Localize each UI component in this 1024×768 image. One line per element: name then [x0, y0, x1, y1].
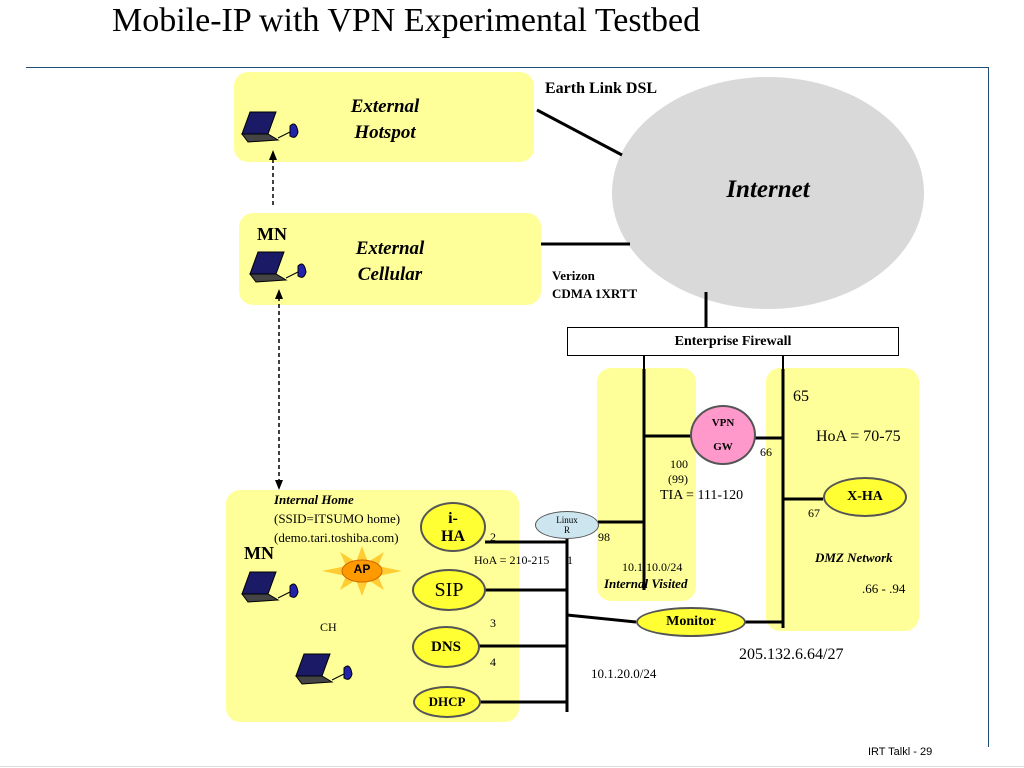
- hoa-home-label: HoA = 210-215: [474, 553, 550, 567]
- external-hotspot-zone: [234, 72, 534, 162]
- footer-divider: [0, 766, 1024, 767]
- internal-visited-zone: [597, 368, 696, 601]
- vpn-100-label: 100: [670, 457, 688, 471]
- dmz-65-label: 65: [793, 388, 809, 405]
- mn-home-label: MN: [244, 543, 274, 563]
- tia-label: TIA = 111-120: [660, 488, 744, 503]
- ch-label: CH: [320, 620, 337, 634]
- internal-home-ssid: (SSID=ITSUMO home): [274, 511, 401, 526]
- internal-home-title: Internal Home: [274, 492, 354, 507]
- linux-router-line2: R: [563, 525, 570, 535]
- iha-line2: HA: [441, 528, 465, 545]
- home-subnet-label: 10.1.20.0/24: [591, 666, 657, 681]
- iha-line1: i-: [448, 510, 458, 527]
- ap-starburst-icon: [322, 546, 402, 596]
- linux-router: Linux R: [535, 511, 599, 539]
- xha-67-label: 67: [808, 506, 820, 520]
- dns-3-label: 3: [490, 616, 496, 630]
- internet-cloud: [612, 77, 924, 309]
- laptop-hotspot-icon: [241, 111, 299, 143]
- public-subnet-label: 205.132.6.64/27: [739, 646, 844, 663]
- router-1-label: 1: [567, 553, 573, 567]
- xha-node: X-HA: [823, 477, 907, 517]
- mn-cellular-label: MN: [257, 224, 287, 244]
- internet-label: Internet: [726, 176, 810, 203]
- cdma-label: CDMA 1XRTT: [552, 286, 638, 301]
- internal-home-domain: (demo.tari.toshiba.com): [274, 530, 399, 545]
- router-98-label: 98: [598, 530, 610, 544]
- visited-subnet-label: 10.1.10.0/24: [622, 560, 683, 574]
- laptop-ch-icon: [295, 653, 353, 685]
- page-title: Mobile-IP with VPN Experimental Testbed: [112, 2, 701, 39]
- iha-2-label: 2: [490, 530, 496, 544]
- monitor-node: Monitor: [636, 607, 746, 637]
- dns-node: DNS: [412, 626, 480, 668]
- right-border: [988, 67, 989, 747]
- vpn-gateway: VPN GW: [690, 405, 756, 465]
- dhcp-node: DHCP: [413, 686, 481, 718]
- vpn-gw-line2: GW: [713, 441, 733, 453]
- linux-router-line1: Linux: [556, 515, 578, 525]
- dns-4-label: 4: [490, 655, 496, 669]
- verizon-label: Verizon: [552, 268, 595, 283]
- ap-label: AP: [353, 562, 371, 576]
- enterprise-firewall: Enterprise Firewall: [567, 327, 899, 356]
- vpn-66-label: 66: [760, 445, 772, 459]
- title-divider: [26, 67, 988, 68]
- laptop-home-mn-icon: [241, 571, 299, 603]
- dmz-range-label: .66 - .94: [862, 581, 906, 596]
- sip-node: SIP: [412, 569, 486, 611]
- internal-visited-label: Internal Visited: [604, 576, 688, 591]
- earthlink-dsl-label: Earth Link DSL: [545, 80, 658, 97]
- footer-text: IRT Talkl - 29: [868, 746, 933, 758]
- vpn-99-label: (99): [668, 472, 688, 486]
- laptop-cellular-icon: [249, 251, 307, 283]
- iha-node: i- HA: [420, 502, 486, 552]
- external-cellular-label: External Cellular: [355, 238, 425, 285]
- external-cellular-zone: [239, 213, 541, 305]
- dmz-network-label: DMZ Network: [815, 550, 893, 565]
- vpn-gw-line1: VPN: [711, 417, 735, 429]
- external-hotspot-label: External Hotspot: [350, 96, 420, 143]
- hoa-dmz-label: HoA = 70-75: [816, 428, 901, 445]
